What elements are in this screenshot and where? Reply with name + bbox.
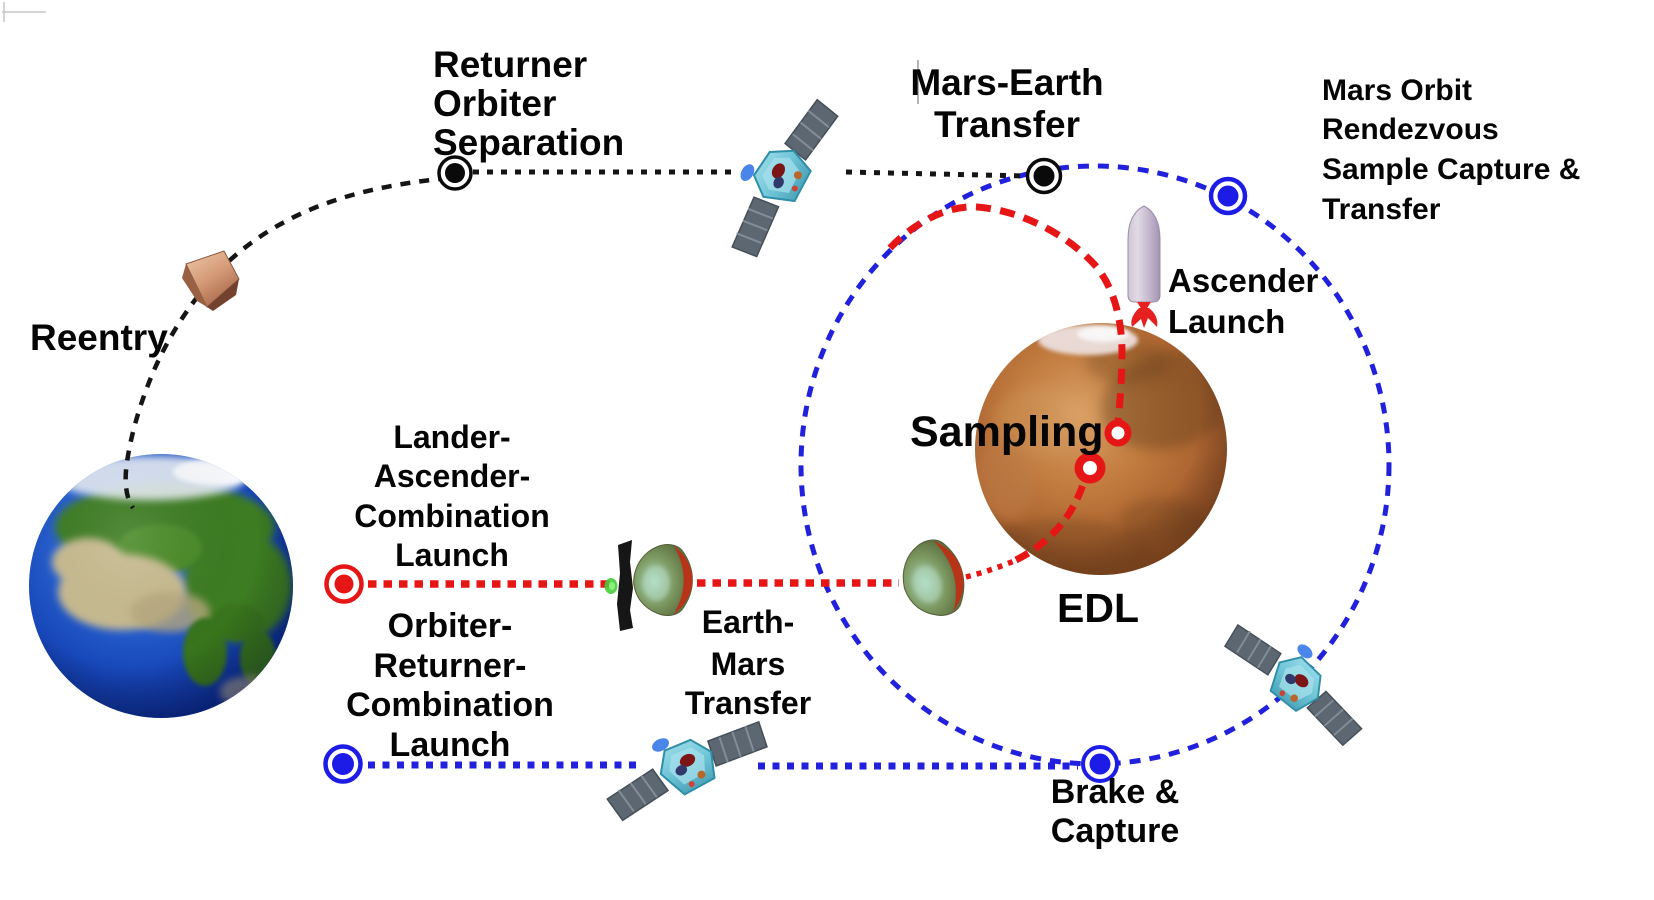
label-mars-earth-transfer: Mars-Earth Transfer xyxy=(910,62,1103,145)
label-line: Brake & xyxy=(1051,773,1180,811)
label-line: Ascender xyxy=(1168,262,1319,299)
label-line: Launch xyxy=(390,726,511,764)
lander-solar-panel xyxy=(617,540,633,631)
label-line: Orbiter- xyxy=(388,607,513,645)
label-line: Sample Capture & xyxy=(1322,153,1580,186)
label-line: Returner xyxy=(433,44,587,85)
label-line: Mars xyxy=(711,646,786,682)
label-line: Capture xyxy=(1051,812,1179,850)
returner-orbiter-separation-node xyxy=(437,155,473,191)
label-line: Mars-Earth xyxy=(910,62,1103,103)
label-brake-capture: Brake & Capture xyxy=(1051,773,1180,850)
label-reentry: Reentry xyxy=(30,317,168,358)
label-mars-orbit-rendezvous: Mars Orbit Rendezvous Sample Capture & T… xyxy=(1322,74,1580,226)
label-line: Transfer xyxy=(1322,193,1441,226)
edl-path-lead xyxy=(965,558,1016,580)
label-line: Combination xyxy=(354,498,550,534)
label-orbiter-returner-combination-launch: Orbiter- Returner- Combination Launch xyxy=(346,607,554,764)
mars-globe xyxy=(975,323,1227,575)
label-line: Transfer xyxy=(685,685,811,721)
label-line: Transfer xyxy=(934,104,1080,145)
sampling-site-node-upper xyxy=(1104,419,1132,447)
ascender-rocket-icon xyxy=(1127,205,1161,328)
ascender-ascent-path xyxy=(887,203,1126,423)
edl-path xyxy=(1014,471,1091,564)
mars-earth-transfer-node xyxy=(1025,157,1063,195)
mars-orbit-rendezvous-node xyxy=(1208,176,1248,216)
label-line: Launch xyxy=(395,537,509,573)
label-line: Combination xyxy=(346,686,554,724)
reentry-trajectory-path xyxy=(123,175,449,510)
label-line: Orbiter xyxy=(433,83,556,124)
label-line: Earth- xyxy=(702,604,794,640)
label-returner-orbiter-separation: Returner Orbiter Separation xyxy=(433,44,624,163)
aeroshell-capsule-icon-1 xyxy=(604,540,693,631)
lander-ascender-launch-node xyxy=(324,564,364,604)
label-ascender-launch: Ascender Launch xyxy=(1168,262,1319,340)
orbiter-satellite-icon-bottom-right xyxy=(1218,602,1381,753)
label-earth-mars-transfer: Earth- Mars Transfer xyxy=(685,604,811,721)
label-line: Launch xyxy=(1168,303,1285,340)
label-line: Rendezvous xyxy=(1322,113,1499,146)
label-line: Lander- xyxy=(393,419,510,455)
reentry-capsule-icon xyxy=(182,250,240,311)
label-edl: EDL xyxy=(1057,585,1139,631)
label-line: Ascender- xyxy=(374,458,531,494)
orbiter-returner-launch-node xyxy=(323,744,363,784)
label-line: Mars Orbit xyxy=(1322,74,1472,107)
label-line: Separation xyxy=(433,122,624,163)
mars-earth-transfer-path-right xyxy=(845,169,1027,179)
earth-globe xyxy=(29,454,293,718)
aeroshell-capsule-icon-2 xyxy=(894,534,973,624)
sampling-site-node-lower xyxy=(1074,452,1106,484)
brake-capture-node xyxy=(1081,745,1119,783)
label-sampling: Sampling xyxy=(910,408,1104,456)
label-line: Returner- xyxy=(373,647,526,685)
label-lander-ascender-combination-launch: Lander- Ascender- Combination Launch xyxy=(354,419,550,573)
